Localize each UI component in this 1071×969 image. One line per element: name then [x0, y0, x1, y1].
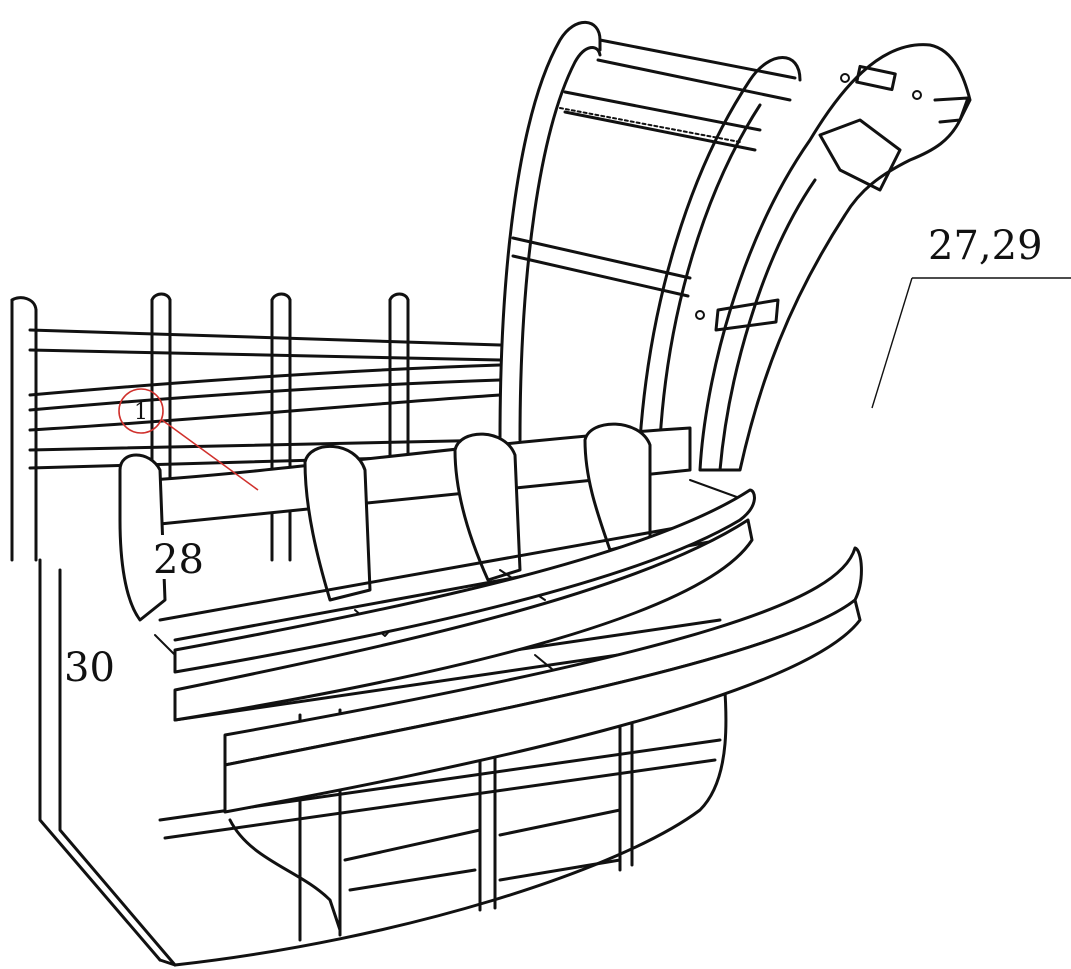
callout-1-leader: [161, 419, 259, 491]
callout-28-label: 28: [153, 537, 204, 583]
callout-1-circle: [118, 388, 164, 434]
callout-30-label: 30: [64, 645, 115, 691]
callout-30: 30: [62, 640, 128, 691]
curved-wales: [173, 488, 863, 814]
callout-28-bg: [150, 535, 216, 579]
deck-frames: [118, 422, 746, 689]
callout-1-label: 1: [134, 400, 148, 425]
figurehead-arm: [695, 43, 972, 472]
callout-27-29-label: 27,29: [928, 223, 1043, 269]
upper-rail-frame: [10, 292, 502, 562]
stem-frame: [498, 20, 802, 442]
callout-1: 1: [118, 388, 259, 491]
callout-28: 28: [150, 535, 216, 583]
callout-27-29-leader: [871, 277, 913, 409]
callout-27-29: 27,29: [871, 223, 1071, 409]
callout-30-bg: [62, 640, 128, 686]
